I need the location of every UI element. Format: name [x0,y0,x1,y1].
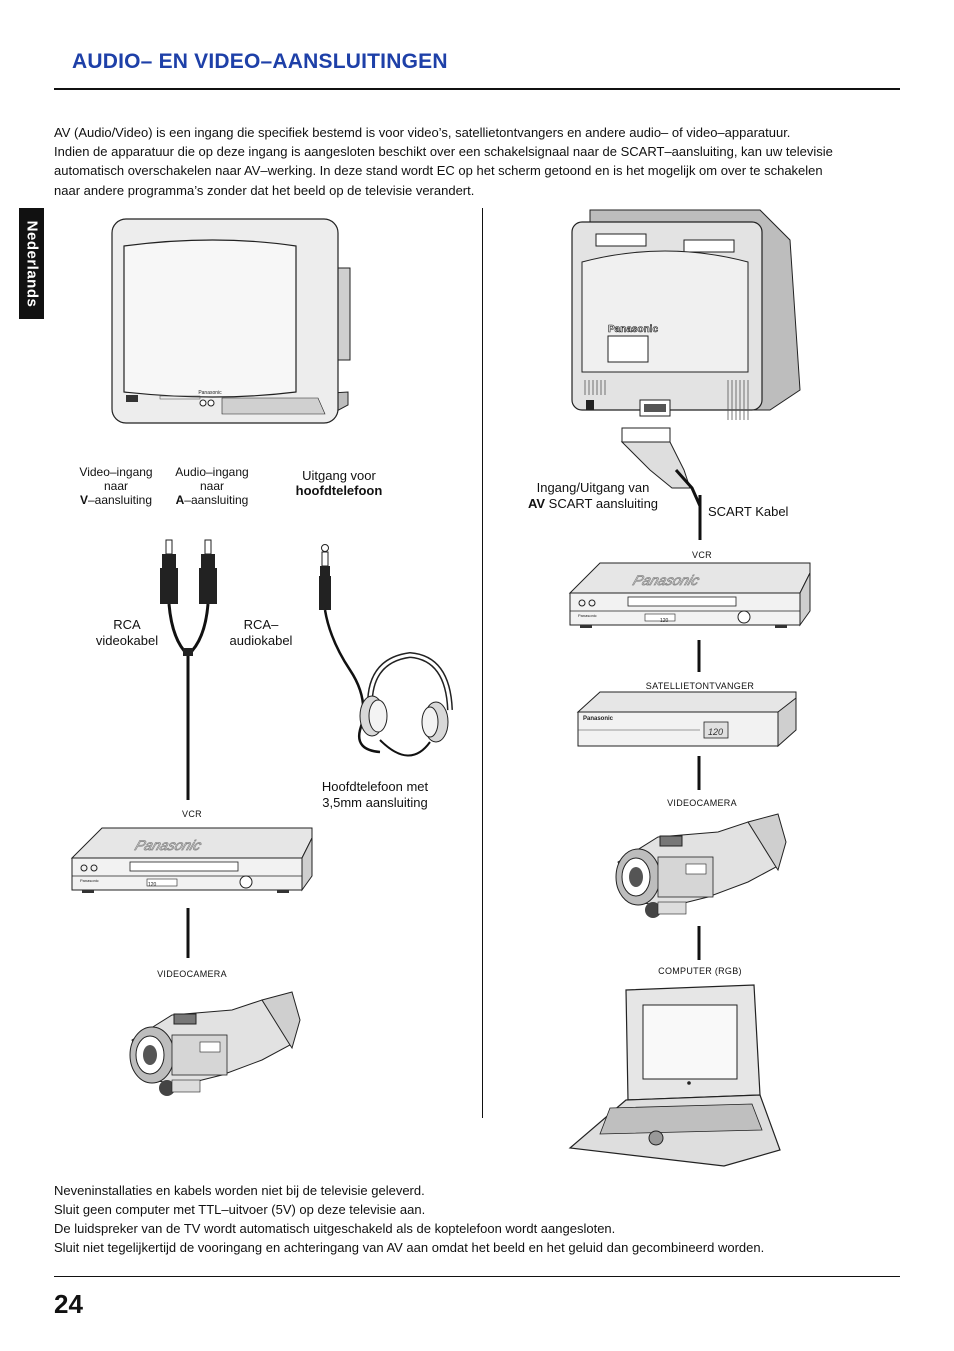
rca-audio-label: RCA– audiokabel [229,617,293,648]
intro-line: automatisch overschakelen naar AV–werkin… [54,163,823,179]
left-vcr-caption: VCR [182,809,202,819]
title-rule [54,88,900,90]
note-line: De luidspreker van de TV wordt automatis… [54,1221,616,1236]
right-vcr-caption: VCR [692,550,712,560]
right-camcorder-illustration [615,813,787,919]
intro-line: naar andere programma’s zonder dat het b… [54,182,475,198]
intro-line: Indien de apparatuur die op deze ingang … [54,144,833,160]
laptop-illustration [568,984,781,1167]
tv-rear-illustration [571,209,801,420]
computer-caption: COMPUTER (RGB) [658,966,742,976]
footer-rule [54,1276,900,1277]
left-camcorder-illustration [129,991,301,1097]
page-number: 24 [54,1289,83,1319]
scart-cable-illustration [620,427,702,540]
scart-cable-label: SCART Kabel [708,504,789,519]
headphone-label: Hoofdtelefoon met 3,5mm aansluiting [321,779,429,810]
right-vcr-illustration [569,562,811,629]
satellite-brand: Panasonic [583,716,614,722]
tv-front-illustration [111,218,351,424]
right-vcr-display: 120 [660,618,669,624]
satellite-caption: SATELLIETONTVANGER [645,681,755,691]
left-vcr-illustration [71,827,313,894]
column-divider [482,208,483,1118]
language-tab: Nederlands [19,208,44,319]
notes: Neveninstallaties en kabels worden niet … [54,1181,764,1257]
intro-line: AV (Audio/Video) is een ingang die speci… [54,125,791,140]
page-title: AUDIO– EN VIDEO–AANSLUITINGEN [72,50,448,73]
note-line: Sluit geen computer met TTL–uitvoer (5V)… [54,1202,426,1217]
headphone-output-label: Uitgang voor hoofdtelefoon [295,468,383,498]
scart-io-label: Ingang/Uitgang van AV SCART aansluiting [527,480,659,511]
rear-tv-brand: Panasonic [608,324,658,335]
rca-video-label: RCA videokabel [95,617,159,648]
note-line: Neveninstallaties en kabels worden niet … [54,1183,425,1198]
audio-input-label: Audio–ingang naar A–aansluiting [175,465,249,507]
left-camcorder-caption: VIDEOCAMERA [157,969,227,979]
left-vcr-display: 120 [148,882,157,888]
rca-cables-illustration [160,539,217,800]
note-line: Sluit niet tegelijkertijd de vooringang … [54,1240,765,1255]
satellite-receiver-illustration [576,691,797,748]
video-input-label: Video–ingang naar V–aansluiting [79,465,153,507]
left-vcr-brand: Panasonic [80,878,99,883]
headphone-illustration [319,544,453,757]
satellite-display: 120 [708,727,723,737]
right-vcr-brand: Panasonic [578,613,597,618]
intro-paragraph: AV (Audio/Video) is een ingang die speci… [54,123,902,200]
right-camcorder-caption: VIDEOCAMERA [667,798,737,808]
tv-brand-logo: Panasonic [198,390,222,396]
